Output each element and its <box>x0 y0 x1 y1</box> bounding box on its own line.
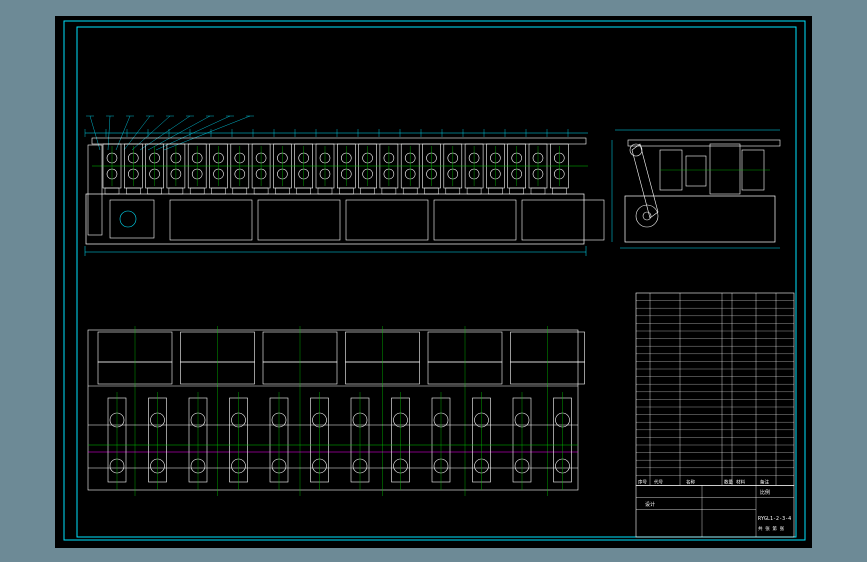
leader-line <box>147 115 211 151</box>
title-block-frame <box>635 485 795 538</box>
outer-border <box>63 20 806 541</box>
inner-border <box>76 26 797 538</box>
top-view <box>87 326 585 496</box>
leader-line <box>115 115 131 151</box>
drawing-number: RYGL1-2-3-4 <box>758 516 791 522</box>
leader-line <box>131 115 171 151</box>
drawing-sheet <box>55 16 812 548</box>
leader-line <box>139 115 191 151</box>
scale-label: 比例 <box>760 489 770 496</box>
bom-header-label: 数量 <box>724 478 733 485</box>
front-view <box>84 115 605 256</box>
frame-panel <box>169 199 253 241</box>
drive-belt <box>631 143 659 219</box>
leader-line <box>123 115 151 151</box>
side-view <box>611 129 781 249</box>
leader-line <box>89 115 101 151</box>
roll-stand <box>709 143 741 195</box>
frame-panel <box>433 199 517 241</box>
bom-header-label: 名称 <box>686 478 695 485</box>
lower-pulley <box>635 204 659 228</box>
bom-header-label: 序号 <box>638 478 647 485</box>
motor-housing <box>109 199 155 239</box>
pulley-hub <box>642 211 652 221</box>
bom-table: 序号代号 名称 数量材料 备注 <box>635 292 795 538</box>
upper-pulley <box>629 143 643 157</box>
roll-housing <box>685 155 707 187</box>
side-base <box>624 195 776 243</box>
frame-panel <box>521 199 605 241</box>
bom-header-label: 备注 <box>760 478 769 485</box>
top-outline <box>87 329 579 491</box>
motor-shaft <box>119 210 137 228</box>
entry-guide <box>87 144 103 236</box>
designer-label: 设计 <box>645 501 655 508</box>
leader-line <box>107 115 111 151</box>
bom-header-label: 代号 <box>654 478 663 485</box>
frame-panel <box>257 199 341 241</box>
leader-line <box>155 115 231 151</box>
title-block: 设计 比例 RYGL1-2-3-4 共 张 第 张 <box>645 489 791 532</box>
sheet-label: 共 张 第 张 <box>758 525 785 532</box>
side-top-plate <box>627 139 781 147</box>
frame-panel <box>345 199 429 241</box>
leader-line <box>163 115 251 151</box>
base-frame <box>85 193 585 245</box>
bom-header-label: 材料 <box>736 478 745 485</box>
